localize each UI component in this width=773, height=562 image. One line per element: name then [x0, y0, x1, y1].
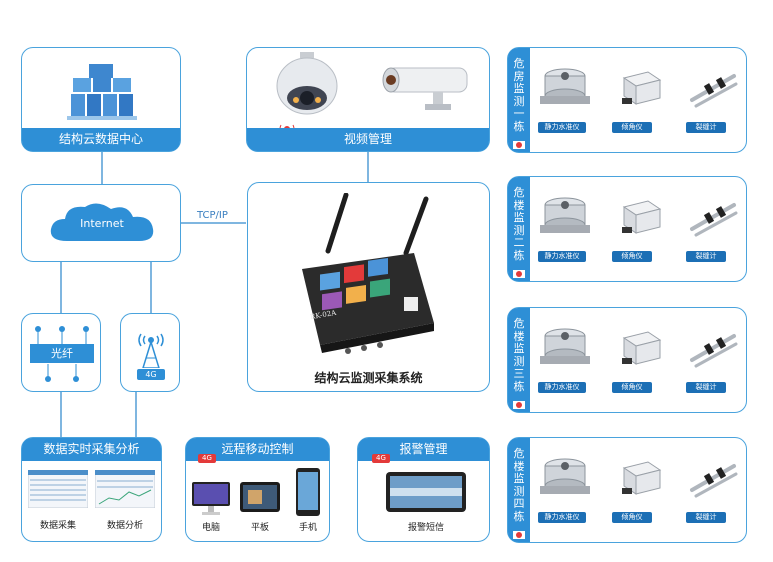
sensor-label-3: 裂缝计: [686, 382, 726, 393]
cloud-icon: [50, 203, 154, 241]
video-title: 视频管理: [247, 128, 489, 151]
dome-camera-icon: [276, 52, 338, 115]
internet-card: Internet: [21, 184, 181, 262]
gateway-title: 结构云监测采集系统: [314, 371, 423, 385]
analysis-card: 数据实时采集分析 数据采集 数据分析: [21, 437, 162, 542]
analysis-title: 数据实时采集分析: [22, 438, 161, 461]
hydrostatic-level-sensor-icon: [540, 458, 590, 494]
remote-item-tablet: 平板: [250, 523, 269, 533]
sensor-label-1: 静力水准仪: [538, 251, 586, 262]
server-stack-icon: [67, 64, 137, 120]
remote-4g-badge: 4G: [198, 454, 216, 463]
building-sideband: [508, 308, 530, 412]
alarm-item-sms: 报警短信: [407, 523, 444, 533]
remote-card: 远程移动控制 4G 电脑 平板 手机: [185, 437, 330, 542]
building-sideband: [508, 177, 530, 281]
alarm-sms-icon: [386, 472, 466, 512]
alarm-card: 报警管理 4G 报警短信: [357, 437, 490, 542]
building-antenna-icon: [513, 141, 525, 149]
sensor-label-2: 倾角仪: [612, 512, 652, 523]
gateway-card: RK-02A 结构云监测采集系统: [247, 182, 490, 392]
remote-title: 远程移动控制: [186, 438, 329, 461]
crack-meter-sensor-icon: [690, 74, 738, 108]
video-card: 4G 视频管理: [246, 47, 490, 152]
remote-item-computer: 电脑: [201, 523, 220, 533]
bullet-camera-icon: [382, 67, 468, 110]
data-center-card: 结构云数据中心: [21, 47, 181, 152]
inclinometer-sensor-icon: [622, 71, 662, 105]
building-antenna-icon: [513, 531, 525, 539]
sensor-label-3: 裂缝计: [686, 122, 726, 133]
line-internet-gateway: [180, 222, 246, 224]
building-card-4: 危 楼 监 测 四 栋静力水准仪 倾角仪 裂缝计: [507, 437, 747, 543]
building-card-1: 危 房 监 测 一 栋静力水准仪 倾角仪 裂缝计: [507, 47, 747, 153]
crack-meter-sensor-icon: [690, 203, 738, 237]
analysis-item-collect: 数据采集: [39, 521, 76, 531]
cell-tower-icon: [138, 333, 164, 368]
computer-icon: [192, 482, 230, 515]
building-antenna-icon: [513, 401, 525, 409]
fiber-card: 光纤: [21, 313, 101, 392]
remote-item-phone: 手机: [298, 523, 317, 533]
hydrostatic-level-sensor-icon: [540, 68, 590, 104]
internet-label: Internet: [80, 217, 124, 230]
sensor-label-1: 静力水准仪: [538, 382, 586, 393]
hydrostatic-level-sensor-icon: [540, 197, 590, 233]
crack-meter-sensor-icon: [690, 334, 738, 368]
building-card-2: 危 楼 监 测 二 栋静力水准仪 倾角仪 裂缝计: [507, 176, 747, 282]
line-internet-fiber: [60, 262, 62, 314]
mobile-phone-icon: [296, 468, 320, 516]
sensor-label-1: 静力水准仪: [538, 122, 586, 133]
building-sideband: [508, 48, 530, 152]
tcp-ip-label: TCP/IP: [197, 210, 228, 221]
gateway-device-icon: [302, 193, 434, 354]
fiber-label: 光纤: [30, 344, 94, 363]
fiber-network-icon: [35, 326, 89, 382]
inclinometer-sensor-icon: [622, 331, 662, 365]
line-4g-analysis: [135, 392, 137, 437]
inclinometer-sensor-icon: [622, 461, 662, 495]
analysis-item-analyze: 数据分析: [106, 521, 143, 531]
tablet-icon: [240, 482, 280, 512]
building-sideband: [508, 438, 530, 542]
data-table-icon: [28, 470, 88, 508]
building-label: 危 楼 监 测 二 栋: [513, 186, 525, 262]
line-fiber-analysis: [60, 392, 62, 437]
line-video-gateway: [367, 152, 369, 182]
sensor-label-2: 倾角仪: [612, 122, 652, 133]
hydrostatic-level-sensor-icon: [540, 328, 590, 364]
sensor-label-1: 静力水准仪: [538, 512, 586, 523]
cell-tower-card: 4G: [120, 313, 180, 392]
line-internet-4g: [150, 262, 152, 314]
sensor-label-3: 裂缝计: [686, 251, 726, 262]
sensor-label-2: 倾角仪: [612, 382, 652, 393]
crack-meter-sensor-icon: [690, 464, 738, 498]
building-antenna-icon: [513, 270, 525, 278]
alarm-4g-badge: 4G: [372, 454, 390, 463]
alarm-title: 报警管理: [358, 438, 489, 461]
line-datacenter-internet: [101, 152, 103, 184]
sensor-label-3: 裂缝计: [686, 512, 726, 523]
inclinometer-sensor-icon: [622, 200, 662, 234]
sensor-label-2: 倾角仪: [612, 251, 652, 262]
data-chart-icon: [95, 470, 155, 508]
building-label: 危 楼 监 测 四 栋: [513, 447, 525, 523]
building-label: 危 楼 监 测 三 栋: [513, 317, 525, 393]
data-center-title: 结构云数据中心: [22, 128, 180, 151]
cell-4g-badge: 4G: [137, 369, 165, 380]
building-label: 危 房 监 测 一 栋: [513, 57, 525, 133]
building-card-3: 危 楼 监 测 三 栋静力水准仪 倾角仪 裂缝计: [507, 307, 747, 413]
